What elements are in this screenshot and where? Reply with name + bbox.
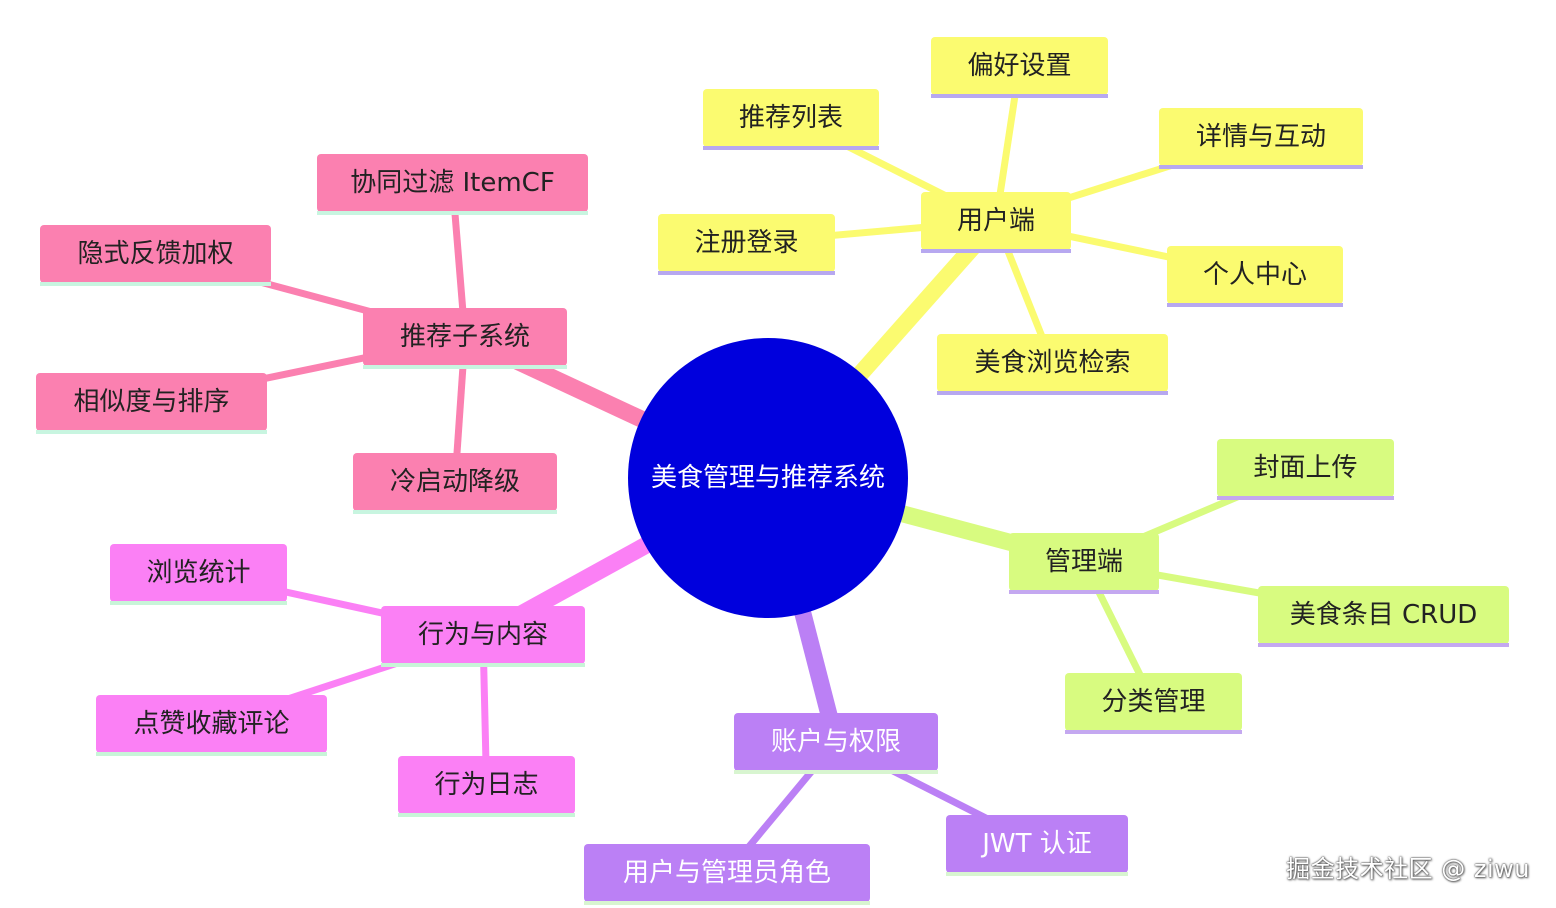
leaf-itemcf-label: 协同过滤 ItemCF xyxy=(350,168,555,198)
leaf-user-admin-role-box xyxy=(584,844,870,902)
branch-behavior-label: 行为与内容 xyxy=(418,620,548,650)
branch-recsys-underline xyxy=(363,365,567,369)
leaf-behavior-log-label: 行为日志 xyxy=(434,770,538,800)
leaf-implicit-weight-underline xyxy=(40,282,271,286)
leaf-jwt-auth-underline xyxy=(946,872,1128,876)
leaf-implicit-weight-label: 隐式反馈加权 xyxy=(77,239,233,269)
leaf-user-admin-role-underline xyxy=(584,901,870,905)
leaf-behavior-log[interactable]: 行为日志 xyxy=(398,756,575,817)
leaf-jwt-auth[interactable]: JWT 认证 xyxy=(946,815,1128,876)
leaf-detail-interact-box xyxy=(1159,108,1363,166)
leaf-category-manage-label: 分类管理 xyxy=(1101,687,1205,717)
branch-recsys-box xyxy=(363,308,567,366)
root-circle xyxy=(628,338,908,618)
leaf-detail-interact-label: 详情与互动 xyxy=(1196,122,1326,152)
leaf-cold-start[interactable]: 冷启动降级 xyxy=(353,453,557,514)
leaf-similarity-rank-label: 相似度与排序 xyxy=(73,387,229,417)
root-label: 美食管理与推荐系统 xyxy=(651,463,885,493)
leaf-register-login-label: 注册登录 xyxy=(694,228,798,258)
leaf-similarity-rank-box xyxy=(36,373,267,431)
leaf-food-browse-search-box xyxy=(937,334,1168,392)
leaf-behavior-log-box xyxy=(398,756,575,814)
leaf-itemcf[interactable]: 协同过滤 ItemCF xyxy=(317,154,588,215)
mindmap-nodes: 美食管理与推荐系统 用户端 推荐列表 偏好设置详情与互动注册登录个人中心美食浏览检索管… xyxy=(36,37,1509,905)
leaf-register-login[interactable]: 注册登录 xyxy=(658,214,835,275)
leaf-food-crud-underline xyxy=(1258,643,1509,647)
leaf-food-browse-search[interactable]: 美食浏览检索 xyxy=(937,334,1168,395)
leaf-cover-upload-underline xyxy=(1217,496,1394,500)
branch-behavior-box xyxy=(381,606,585,664)
leaf-preference[interactable]: 偏好设置 xyxy=(931,37,1108,98)
leaf-food-browse-search-underline xyxy=(937,391,1168,395)
branch-account-box xyxy=(734,713,938,771)
leaf-cover-upload-box xyxy=(1217,439,1394,497)
leaf-food-crud[interactable]: 美食条目 CRUD xyxy=(1258,586,1509,647)
leaf-user-admin-role[interactable]: 用户与管理员角色 xyxy=(584,844,870,905)
branch-account-label: 账户与权限 xyxy=(771,727,901,757)
leaf-cover-upload[interactable]: 封面上传 xyxy=(1217,439,1394,500)
leaf-recommend-list[interactable]: 推荐列表 xyxy=(703,89,879,150)
leaf-personal-center-underline xyxy=(1167,303,1343,307)
branch-recsys[interactable]: 推荐子系统 xyxy=(363,308,567,369)
leaf-recommend-list-box xyxy=(703,89,879,147)
branch-behavior-underline xyxy=(381,663,585,667)
leaf-category-manage-underline xyxy=(1065,730,1242,734)
branch-user-underline xyxy=(921,249,1071,253)
leaf-itemcf-box xyxy=(317,154,588,212)
branch-admin-underline xyxy=(1009,590,1159,594)
leaf-like-fav-comment-label: 点赞收藏评论 xyxy=(133,709,289,739)
leaf-category-manage[interactable]: 分类管理 xyxy=(1065,673,1242,734)
branch-account-underline xyxy=(734,770,938,774)
leaf-cold-start-underline xyxy=(353,510,557,514)
leaf-implicit-weight[interactable]: 隐式反馈加权 xyxy=(40,225,271,286)
leaf-jwt-auth-label: JWT 认证 xyxy=(980,829,1092,859)
leaf-category-manage-box xyxy=(1065,673,1242,731)
leaf-similarity-rank[interactable]: 相似度与排序 xyxy=(36,373,267,434)
leaf-browse-stats-underline xyxy=(110,601,287,605)
leaf-personal-center-label: 个人中心 xyxy=(1203,260,1307,290)
leaf-personal-center[interactable]: 个人中心 xyxy=(1167,246,1343,307)
leaf-like-fav-comment[interactable]: 点赞收藏评论 xyxy=(96,695,327,756)
leaf-recommend-list-label: 推荐列表 xyxy=(739,103,843,133)
branch-user[interactable]: 用户端 xyxy=(921,192,1071,253)
branch-admin-label: 管理端 xyxy=(1045,547,1123,577)
leaf-like-fav-comment-underline xyxy=(96,752,327,756)
branch-recsys-label: 推荐子系统 xyxy=(400,322,530,352)
leaf-food-browse-search-label: 美食浏览检索 xyxy=(974,348,1130,378)
root-node[interactable]: 美食管理与推荐系统 xyxy=(628,338,908,618)
leaf-detail-interact-underline xyxy=(1159,165,1363,169)
leaf-cold-start-label: 冷启动降级 xyxy=(390,467,520,497)
leaf-preference-label: 偏好设置 xyxy=(967,51,1071,81)
leaf-browse-stats-label: 浏览统计 xyxy=(146,558,250,588)
watermark: 掘金技术社区 @ ziwu xyxy=(1286,855,1530,883)
leaf-preference-underline xyxy=(931,94,1108,98)
leaf-food-crud-label: 美食条目 CRUD xyxy=(1290,600,1478,630)
leaf-like-fav-comment-box xyxy=(96,695,327,753)
leaf-browse-stats-box xyxy=(110,544,287,602)
leaf-implicit-weight-box xyxy=(40,225,271,283)
branch-behavior[interactable]: 行为与内容 xyxy=(381,606,585,667)
leaf-recommend-list-underline xyxy=(703,146,879,150)
leaf-register-login-box xyxy=(658,214,835,272)
leaf-preference-box xyxy=(931,37,1108,95)
leaf-personal-center-box xyxy=(1167,246,1343,304)
leaf-browse-stats[interactable]: 浏览统计 xyxy=(110,544,287,605)
leaf-jwt-auth-box xyxy=(946,815,1128,873)
leaf-itemcf-underline xyxy=(317,211,588,215)
leaf-cover-upload-label: 封面上传 xyxy=(1253,453,1357,483)
leaf-cold-start-box xyxy=(353,453,557,511)
leaf-similarity-rank-underline xyxy=(36,430,267,434)
leaf-user-admin-role-label: 用户与管理员角色 xyxy=(623,858,831,888)
leaf-detail-interact[interactable]: 详情与互动 xyxy=(1159,108,1363,169)
branch-admin[interactable]: 管理端 xyxy=(1009,533,1159,594)
branch-admin-box xyxy=(1009,533,1159,591)
leaf-food-crud-box xyxy=(1258,586,1509,644)
leaf-register-login-underline xyxy=(658,271,835,275)
branch-user-box xyxy=(921,192,1071,250)
leaf-behavior-log-underline xyxy=(398,813,575,817)
branch-user-label: 用户端 xyxy=(957,206,1035,236)
branch-account[interactable]: 账户与权限 xyxy=(734,713,938,774)
